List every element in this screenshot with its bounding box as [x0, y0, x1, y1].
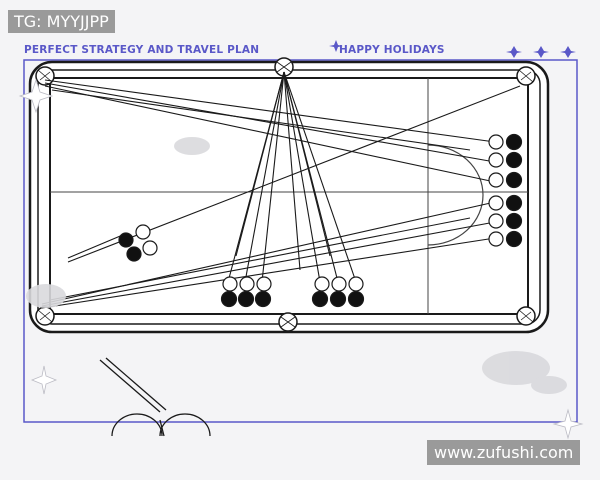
- ball: [314, 276, 330, 292]
- decorative-blobs: [26, 137, 567, 394]
- pockets: [35, 57, 536, 332]
- pocket-bottom-left: [35, 306, 55, 326]
- holiday-text: HAPPY HOLIDAYS: [339, 44, 445, 56]
- ball: [311, 290, 329, 308]
- ball: [488, 134, 504, 150]
- ball: [505, 194, 523, 212]
- tagline: PERFECT STRATEGY AND TRAVEL PLAN: [24, 44, 260, 56]
- ball: [126, 246, 142, 262]
- ball: [488, 213, 504, 229]
- ball: [135, 224, 151, 240]
- bottom-center-ball-rack: [311, 276, 365, 308]
- ball: [488, 172, 504, 188]
- right-ball-rack: [488, 133, 523, 248]
- ball: [505, 230, 523, 248]
- shot-lines: [41, 71, 521, 309]
- table-cushion: [49, 77, 529, 315]
- ball: [505, 212, 523, 230]
- d-arc: [427, 144, 484, 246]
- tg-watermark: TG: MYYJJPP: [8, 10, 115, 33]
- bottom-left-ball-rack: [220, 276, 272, 308]
- star-icon: [329, 40, 343, 52]
- ball: [505, 133, 523, 151]
- ball: [488, 152, 504, 168]
- cue-sticks-icon: [99, 357, 211, 437]
- ball: [329, 290, 347, 308]
- ball: [505, 151, 523, 169]
- pocket-top-center: [274, 57, 294, 77]
- pocket-bottom-right: [516, 306, 536, 326]
- pocket-top-left: [35, 66, 55, 86]
- cue-ball-cluster: [118, 224, 158, 262]
- ball: [348, 276, 364, 292]
- ball: [254, 290, 272, 308]
- pocket-bottom-center: [278, 312, 298, 332]
- website-watermark: www.zufushi.com: [427, 440, 581, 465]
- ball: [239, 276, 255, 292]
- pocket-top-right: [516, 66, 536, 86]
- ball: [220, 290, 238, 308]
- ball: [505, 171, 523, 189]
- ball: [488, 195, 504, 211]
- ball: [118, 232, 134, 248]
- ball: [347, 290, 365, 308]
- ball: [488, 231, 504, 247]
- sparkle-icon: [18, 78, 584, 440]
- ball: [222, 276, 238, 292]
- ball: [331, 276, 347, 292]
- ball: [256, 276, 272, 292]
- ball: [142, 240, 158, 256]
- poster-frame: [23, 59, 578, 423]
- ball: [237, 290, 255, 308]
- star-icon: [506, 46, 576, 58]
